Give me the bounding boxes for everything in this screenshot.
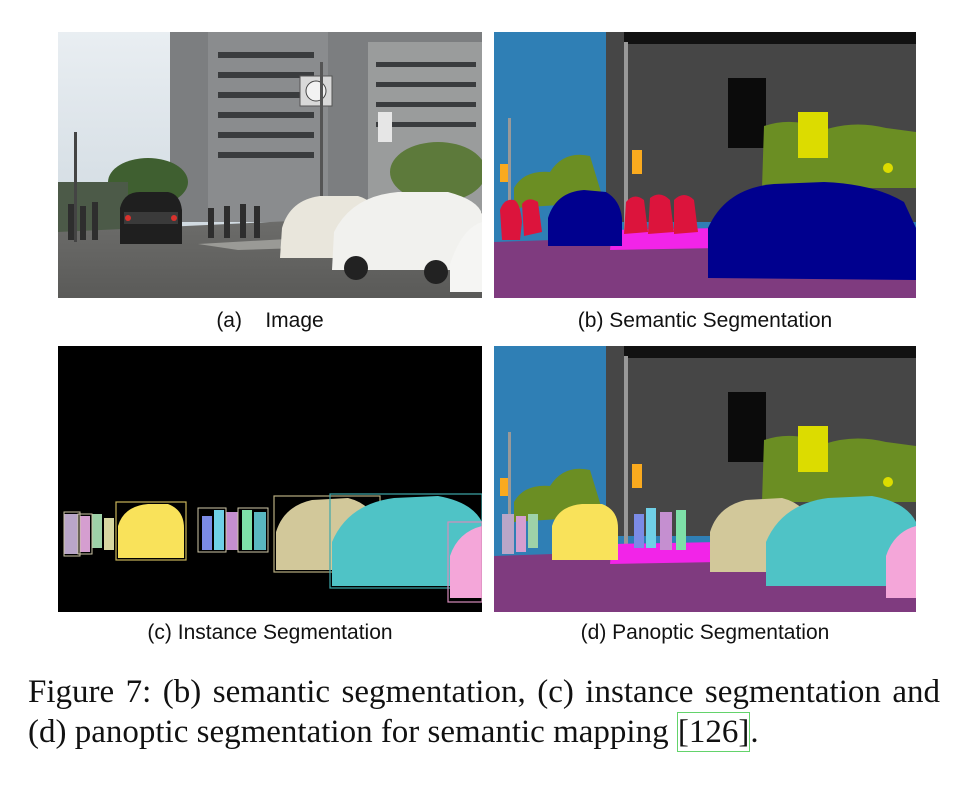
segment-traffic-light [632, 150, 642, 174]
sub-caption-c: (c) Instance Segmentation [147, 621, 393, 644]
segment-pole [624, 42, 628, 232]
segment-sign-dark [728, 78, 766, 148]
segment-building-top [624, 32, 916, 44]
panel-original-image [58, 32, 482, 298]
panoptic-car-yellow [552, 504, 618, 560]
panoptic-car-cyan [766, 496, 916, 586]
instance-car-cyan [332, 496, 482, 586]
panel-instance-segmentation [58, 346, 482, 612]
segment-sign-yellow [798, 112, 828, 158]
figure-caption: Figure 7: (b) semantic segmentation, (c)… [28, 672, 940, 752]
segment-car-left [548, 190, 622, 246]
panel-panoptic-segmentation [494, 346, 916, 612]
instance-car-pink [450, 526, 482, 598]
instance-persons [64, 510, 266, 554]
segment-traffic-light-2 [500, 164, 508, 182]
sub-caption-a: (a) Image [216, 309, 324, 332]
segment-car-right [708, 182, 916, 280]
panoptic-persons [502, 508, 686, 554]
segment-pole-2 [508, 118, 511, 238]
instance-segmentation-map [58, 346, 482, 612]
figure-caption-end: . [750, 714, 759, 750]
panoptic-segmentation-map [494, 346, 916, 612]
sub-caption-d: (d) Panoptic Segmentation [580, 621, 830, 644]
street-photo [58, 32, 482, 298]
semantic-segmentation-map [494, 32, 916, 298]
figure-caption-text: Figure 7: (b) semantic segmentation, (c)… [28, 674, 940, 750]
panel-semantic-segmentation [494, 32, 916, 298]
citation-link[interactable]: [126] [676, 712, 751, 752]
panoptic-car-pink [886, 526, 916, 598]
instance-car-yellow [118, 504, 184, 558]
segment-persons [500, 194, 698, 240]
segment-sidewalk [610, 228, 720, 250]
segment-vegetation-right [762, 121, 916, 188]
sub-caption-b: (b) Semantic Segmentation [577, 309, 833, 332]
